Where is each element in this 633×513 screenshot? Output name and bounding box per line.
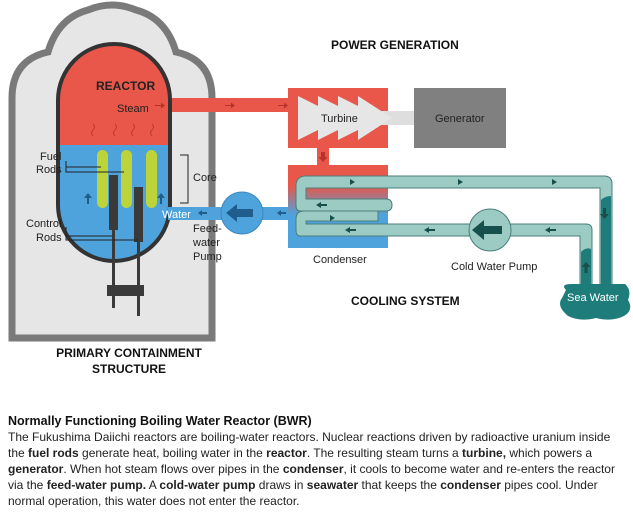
- caption-title: Normally Functioning Boiling Water React…: [8, 414, 312, 428]
- cooling-flow-arrow-icon: [316, 179, 609, 273]
- caption-keyword: fuel rods: [28, 446, 79, 460]
- boiling-icon: [91, 123, 154, 137]
- containment-title-line1: PRIMARY CONTAINMENT: [56, 346, 202, 360]
- control-rods-label-line2: Rods: [36, 232, 62, 244]
- caption-keyword: turbine,: [462, 446, 507, 460]
- feedwater-pump-arrow-icon: [226, 204, 253, 222]
- caption-keyword: condenser: [440, 478, 501, 492]
- cold-water-pump-label: Cold Water Pump: [451, 261, 537, 273]
- caption-body: The Fukushima Daiichi reactors are boili…: [8, 429, 628, 509]
- leader-lines: [65, 154, 189, 241]
- caption-text: draws in: [255, 478, 307, 492]
- caption-text: . When hot steam flows over pipes in the: [63, 462, 283, 476]
- steam-arrow-icon: [155, 102, 288, 109]
- power-generation-title: POWER GENERATION: [331, 38, 459, 52]
- control-rods: [107, 175, 144, 316]
- bwr-diagram: REACTOR Steam Fuel Rods Core Control Rod…: [8, 1, 631, 376]
- turbine: [288, 88, 415, 168]
- fuel-rods-label-line2: Rods: [36, 164, 62, 176]
- caption-text: The Fukushima Daiichi reactors are boili…: [8, 430, 611, 460]
- feedwater-pump-label-line1: Feed-: [193, 223, 222, 235]
- fuel-rods-label-line1: Fuel: [40, 151, 61, 163]
- caption-keyword: seawater: [306, 478, 359, 492]
- water-label: Water: [162, 209, 191, 221]
- caption-text: , it cools to become water and re-enters…: [8, 462, 615, 492]
- turbine-label: Turbine: [321, 113, 358, 125]
- containment-title-line2: STRUCTURE: [92, 362, 166, 376]
- caption-keyword: generator: [8, 462, 64, 476]
- sea-water: [560, 284, 631, 320]
- cooling-pipes: [295, 175, 613, 291]
- caption-keyword: cold-water pump: [159, 478, 256, 492]
- generator: [414, 88, 506, 148]
- fuel-rods: [97, 150, 157, 208]
- reactor-vessel: [56, 42, 172, 316]
- control-rods-label-line1: Control: [26, 218, 61, 230]
- caption-keyword: reactor: [266, 446, 307, 460]
- core-label: Core: [193, 172, 217, 184]
- caption-text: pipes cool. Under normal operation, this…: [8, 478, 598, 508]
- sea-water-label: Sea Water: [567, 292, 619, 304]
- up-arrow-icon: [84, 193, 165, 204]
- cold-water-pump: [468, 208, 512, 252]
- caption-keyword: feed-water pump.: [46, 478, 147, 492]
- cold-water-pump-arrow-icon: [472, 220, 502, 240]
- caption-keyword: condenser: [282, 462, 344, 476]
- generator-label: Generator: [435, 113, 485, 125]
- caption-text: that keeps the: [358, 478, 441, 492]
- cooling-system-title: COOLING SYSTEM: [351, 294, 460, 308]
- feedwater-pump-label-line3: Pump: [193, 251, 222, 263]
- caption: Normally Functioning Boiling Water React…: [8, 413, 628, 509]
- feedwater-pipe: [168, 191, 288, 235]
- caption-text: . The resulting steam turns a: [306, 446, 463, 460]
- steam-label: Steam: [117, 103, 149, 115]
- caption-text: A: [146, 478, 160, 492]
- caption-text: which powers a: [506, 446, 593, 460]
- reactor-label: REACTOR: [96, 79, 155, 93]
- feedwater-pump-label-line2: water: [192, 237, 220, 249]
- caption-text: generate heat, boiling water in the: [78, 446, 267, 460]
- condenser-label: Condenser: [313, 254, 367, 266]
